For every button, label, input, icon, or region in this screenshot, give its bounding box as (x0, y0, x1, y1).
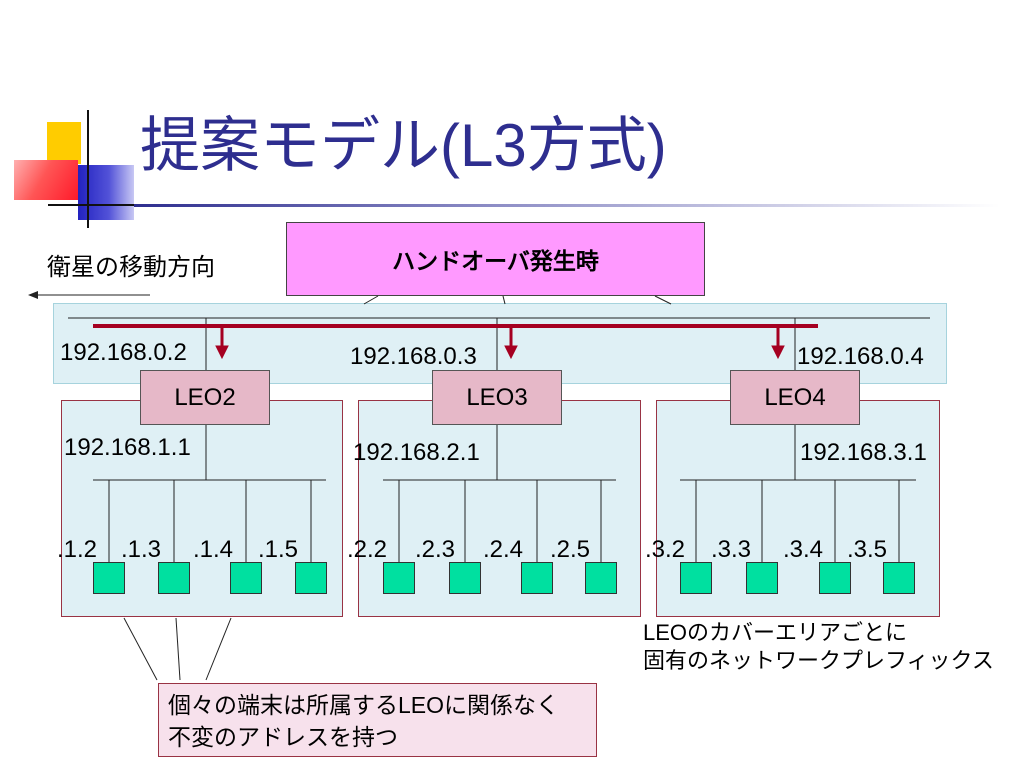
terminal-node (680, 562, 712, 594)
title-decoration-vertical-line (87, 110, 89, 228)
handover-box: ハンドオーバ発生時 (286, 222, 705, 296)
gateway-address-leo2: 192.168.1.1 (64, 434, 191, 461)
satellite-name: LEO4 (764, 384, 826, 411)
host-address-label: .1.5 (258, 536, 299, 563)
movement-arrow-head (28, 291, 38, 299)
satellite-node-leo3: LEO3 (432, 370, 562, 425)
terminal-node (521, 562, 553, 594)
host-address-label: .2.3 (415, 536, 456, 563)
movement-direction-label: 衛星の移動方向 (47, 254, 215, 281)
host-address-label: .2.5 (550, 536, 591, 563)
handover-connector (363, 295, 379, 305)
terminal-node (158, 562, 190, 594)
callout-pointer (123, 617, 158, 681)
terminal-node (883, 562, 915, 594)
gateway-address-leo3: 192.168.2.1 (353, 439, 480, 466)
callout-line: 個々の端末は所属するLEOに関係なく (168, 692, 560, 718)
backbone-address-leo4: 192.168.0.4 (797, 343, 924, 370)
satellite-node-leo2: LEO2 (140, 370, 270, 425)
terminal-node (585, 562, 617, 594)
coverage-note-line: 固有のネットワークプレフィックス (643, 648, 994, 673)
title-decoration-yellow-square (47, 122, 81, 164)
title-decoration-red-square (14, 160, 78, 200)
satellite-node-leo4: LEO4 (730, 370, 860, 425)
callout-pointer (175, 617, 181, 681)
callout-line: 不変のアドレスを持つ (168, 724, 398, 750)
host-address-label: .1.3 (121, 536, 162, 563)
title-underline (134, 204, 1000, 207)
handover-arrow-leo3-head (504, 345, 518, 360)
host-address-label: .3.5 (847, 536, 888, 563)
handover-connector (654, 295, 672, 305)
host-address-label: .3.3 (711, 536, 752, 563)
handover-label: ハンドオーバ発生時 (392, 248, 599, 274)
terminal-node (230, 562, 262, 594)
terminal-node (819, 562, 851, 594)
satellite-name: LEO3 (466, 384, 528, 411)
host-address-label: .3.4 (783, 536, 824, 563)
handover-connector (502, 295, 506, 305)
satellite-name: LEO2 (174, 384, 236, 411)
backbone-address-leo2: 192.168.0.2 (60, 339, 187, 366)
coverage-note-line: LEOのカバーエリアごとに (643, 620, 908, 645)
host-address-label: .2.4 (483, 536, 524, 563)
terminal-node (383, 562, 415, 594)
terminal-node (746, 562, 778, 594)
terminal-node (93, 562, 125, 594)
address-callout-box: 個々の端末は所属するLEOに関係なく 不変のアドレスを持つ (158, 683, 597, 757)
host-address-label: .2.2 (347, 536, 388, 563)
host-address-label: .1.2 (57, 536, 98, 563)
backbone-address-leo3: 192.168.0.3 (350, 343, 477, 370)
host-address-label: .1.4 (193, 536, 234, 563)
terminal-node (449, 562, 481, 594)
handover-arrow-leo2-head (215, 345, 229, 360)
callout-pointer (205, 617, 232, 681)
gateway-address-leo4: 192.168.3.1 (800, 439, 927, 466)
host-address-label: .3.2 (645, 536, 686, 563)
handover-arrow-leo4-head (771, 345, 785, 360)
terminal-node (295, 562, 327, 594)
slide-title: 提案モデル(L3方式) (140, 112, 667, 179)
title-decoration-horizontal-line (48, 204, 136, 206)
